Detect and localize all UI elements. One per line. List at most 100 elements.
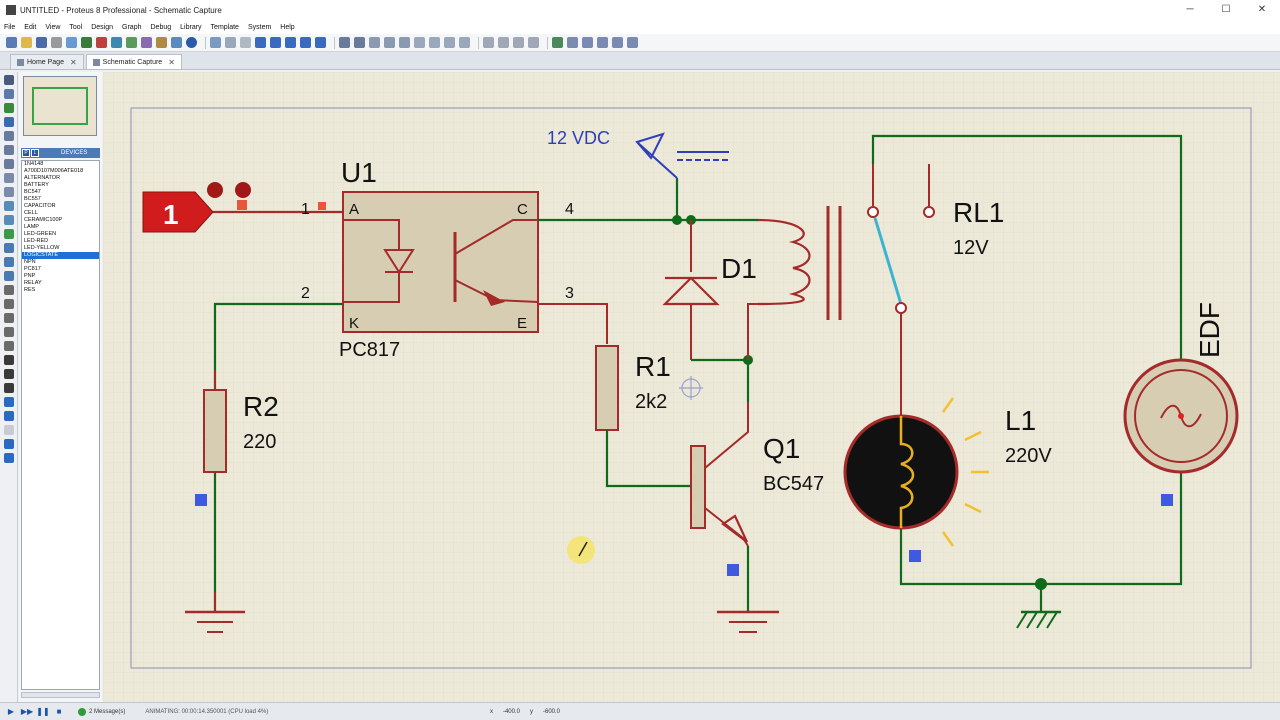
subcircuit-icon[interactable]	[3, 159, 14, 169]
wire[interactable]	[605, 430, 693, 488]
pick-devices-button[interactable]: P	[22, 149, 30, 157]
origin-icon[interactable]	[240, 37, 251, 48]
alternator-edf[interactable]: EDF	[1123, 302, 1239, 474]
menu-edit[interactable]: Edit	[24, 23, 37, 31]
menu-graph[interactable]: Graph	[122, 23, 142, 31]
cut-icon[interactable]	[369, 37, 380, 48]
refresh-icon[interactable]	[210, 37, 221, 48]
lamp-l1[interactable]: L1 220V	[843, 368, 1052, 547]
wire[interactable]	[538, 303, 608, 344]
list-item[interactable]: BATTERY	[24, 182, 49, 188]
component-mode-icon[interactable]	[3, 89, 14, 99]
text-icon[interactable]	[3, 355, 14, 365]
menu-template[interactable]: Template	[210, 23, 239, 31]
list-item[interactable]: RES	[24, 287, 36, 293]
list-item[interactable]: BC557	[24, 196, 41, 202]
graph-icon[interactable]	[3, 201, 14, 211]
symbol-icon[interactable]	[3, 369, 14, 379]
copy-icon[interactable]	[384, 37, 395, 48]
list-item[interactable]: PC817	[24, 266, 41, 272]
packaging-tool-icon[interactable]	[513, 37, 524, 48]
selection-mode-icon[interactable]	[3, 75, 14, 85]
menu-tool[interactable]: Tool	[69, 23, 83, 31]
notes-icon[interactable]	[171, 37, 182, 48]
paste-icon[interactable]	[399, 37, 410, 48]
undo-icon[interactable]	[339, 37, 350, 48]
bom-icon[interactable]	[141, 37, 152, 48]
mirror-x-icon[interactable]	[3, 439, 14, 449]
library-manager-button[interactable]: L	[31, 149, 39, 157]
list-item[interactable]: LED-YELLOW	[24, 245, 60, 251]
list-item[interactable]: A700D107M006ATE018	[24, 168, 84, 174]
block-copy-icon[interactable]	[414, 37, 425, 48]
tape-recorder-icon[interactable]	[3, 215, 14, 225]
play-button[interactable]: ▶	[7, 707, 15, 716]
make-device-icon[interactable]	[498, 37, 509, 48]
power-terminal-12vdc[interactable]: 12 VDC	[547, 128, 729, 179]
wire-label-icon[interactable]	[3, 117, 14, 127]
new-sheet-icon[interactable]	[597, 37, 608, 48]
arc-icon[interactable]	[3, 327, 14, 337]
resistor-r1[interactable]: R1 2k2	[595, 345, 671, 431]
mirror-y-icon[interactable]	[3, 453, 14, 463]
list-item[interactable]: RELAY	[24, 280, 42, 286]
list-item[interactable]: BC547	[24, 189, 41, 195]
close-tab-icon[interactable]: ✕	[69, 57, 77, 67]
grid-icon[interactable]	[225, 37, 236, 48]
menu-design[interactable]: Design	[91, 23, 114, 31]
decompose-icon[interactable]	[528, 37, 539, 48]
help-icon[interactable]	[186, 37, 197, 48]
menu-system[interactable]: System	[247, 23, 272, 31]
step-button[interactable]: ▶▶	[20, 707, 34, 716]
wire[interactable]	[871, 134, 1183, 360]
list-item[interactable]: CELL	[24, 210, 38, 216]
pick-device-icon[interactable]	[483, 37, 494, 48]
minimize-button[interactable]: ─	[1186, 4, 1194, 15]
menu-view[interactable]: View	[45, 23, 61, 31]
angle-field-icon[interactable]	[3, 425, 14, 435]
rotate-anticlockwise-icon[interactable]	[3, 411, 14, 421]
buses-icon[interactable]	[3, 145, 14, 155]
menu-library[interactable]: Library	[180, 23, 202, 31]
wire[interactable]	[213, 302, 343, 390]
source-code-icon[interactable]	[156, 37, 167, 48]
voltage-probe-icon[interactable]	[3, 243, 14, 253]
block-delete-icon[interactable]	[459, 37, 470, 48]
zoom-in-icon[interactable]	[270, 37, 281, 48]
text-script-icon[interactable]	[3, 131, 14, 141]
messages-indicator[interactable]: 2 Message(s)	[78, 707, 125, 716]
list-item[interactable]: PNP	[24, 273, 36, 279]
close-project-icon[interactable]	[51, 37, 62, 48]
relay-rl1-contacts[interactable]	[867, 164, 935, 368]
list-item[interactable]: ALTERNATOR	[24, 175, 61, 181]
new-file-icon[interactable]	[6, 37, 17, 48]
menu-file[interactable]: File	[4, 23, 16, 31]
generator-icon[interactable]	[3, 229, 14, 239]
terminals-icon[interactable]	[3, 173, 14, 183]
optocoupler-u1[interactable]: U1 PC817 A K C E	[339, 157, 539, 361]
pcb-icon[interactable]	[96, 37, 107, 48]
search-tag-icon[interactable]	[567, 37, 578, 48]
schematic-icon[interactable]	[81, 37, 92, 48]
tab-schematic-capture[interactable]: Schematic Capture ✕	[85, 54, 182, 69]
line-icon[interactable]	[3, 285, 14, 295]
open-folder-icon[interactable]	[21, 37, 32, 48]
remove-sheet-icon[interactable]	[612, 37, 623, 48]
logicstate-source[interactable]: 1	[142, 182, 343, 233]
schematic-editor-canvas[interactable]: 1 U1 PC817 A K C E	[103, 72, 1280, 702]
relay-rl1-coil[interactable]: RL1 12V	[747, 197, 1004, 360]
list-item-selected[interactable]: LOGICSTATE	[22, 252, 99, 259]
box-icon[interactable]	[3, 299, 14, 309]
list-item[interactable]: LAMP	[24, 224, 39, 230]
list-item[interactable]: 1N4148	[24, 161, 44, 167]
current-probe-icon[interactable]	[3, 257, 14, 267]
transistor-q1[interactable]: Q1 BC547	[690, 402, 824, 547]
device-list[interactable]: 1N4148 A700D107M006ATE018 ALTERNATOR BAT…	[21, 160, 100, 690]
home-icon[interactable]	[66, 37, 77, 48]
close-button[interactable]: ✕	[1257, 4, 1267, 15]
list-item[interactable]: LED-RED	[24, 238, 49, 244]
zoom-area-icon[interactable]	[315, 37, 326, 48]
property-assignment-icon[interactable]	[582, 37, 593, 48]
save-icon[interactable]	[36, 37, 47, 48]
tab-home-page[interactable]: Home Page ✕	[10, 54, 84, 69]
